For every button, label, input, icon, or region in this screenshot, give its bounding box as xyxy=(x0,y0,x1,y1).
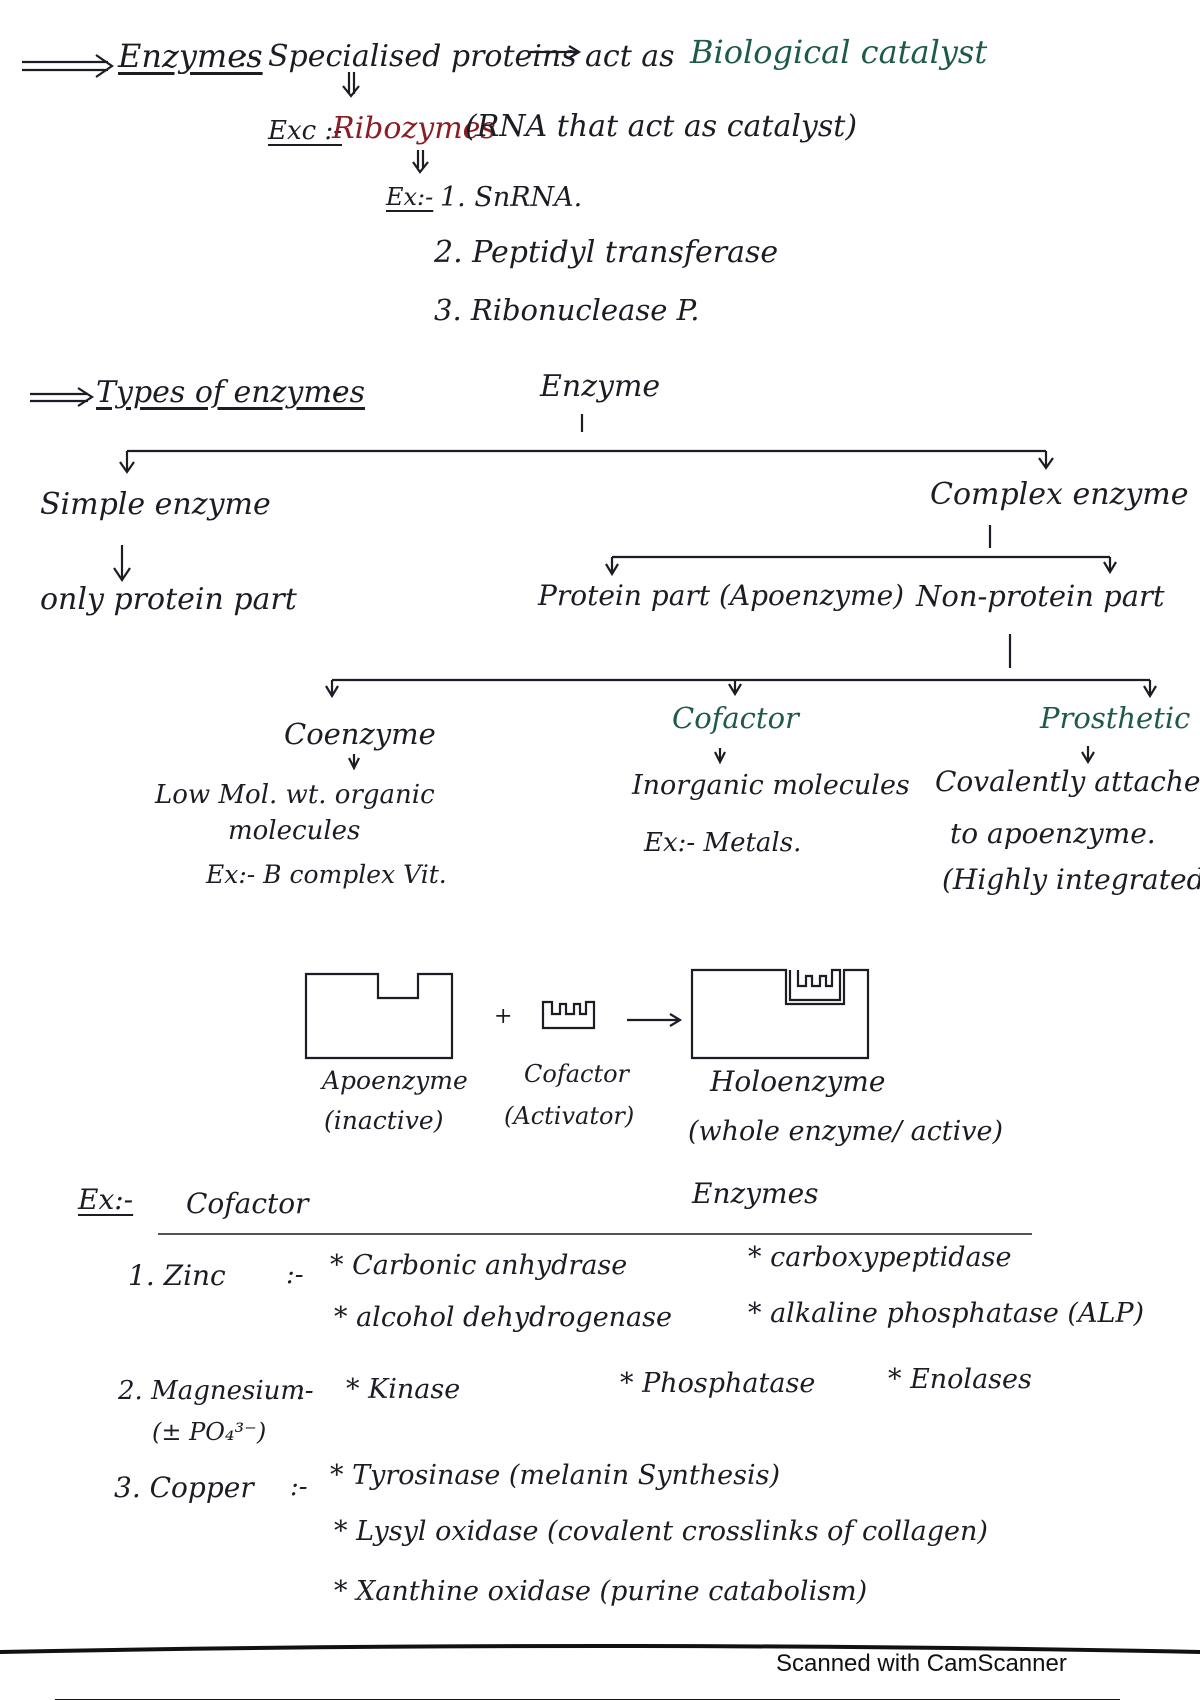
copper-item-1: * Tyrosinase (melanin Synthesis) xyxy=(330,1460,780,1491)
holoenzyme-shape xyxy=(690,968,870,1060)
intro-role: act as xyxy=(585,39,675,74)
arrow-protein-part xyxy=(605,557,619,577)
types-heading: Types of enzymes xyxy=(96,375,365,410)
coenzyme-title: Coenzyme xyxy=(284,717,436,751)
magnesium-colon: :- xyxy=(296,1376,314,1406)
col-cofactor: Cofactor xyxy=(186,1187,309,1220)
apoenzyme-note: (inactive) xyxy=(324,1106,444,1135)
zinc-item-1: * Carbonic anhydrase xyxy=(330,1250,628,1281)
intro-role-highlight: Biological catalyst xyxy=(690,33,988,71)
zinc-item-3: * carboxypeptidase xyxy=(748,1242,1012,1273)
holoenzyme-cofactor-shape xyxy=(788,968,842,1002)
arrow-only-protein xyxy=(113,545,131,582)
prosthetic-line-2: to apoenzyme. xyxy=(950,817,1156,850)
arrow-prosthetic-down xyxy=(1081,746,1095,765)
simple-enzyme-desc: only protein part xyxy=(40,582,297,617)
scanner-watermark: Scanned with CamScanner xyxy=(776,1650,1067,1677)
apoenzyme-label: Apoenzyme xyxy=(322,1066,468,1095)
magnesium-name: 2. Magnesium xyxy=(118,1376,306,1406)
magnesium-item-3: * Enolases xyxy=(888,1364,1032,1395)
arrow-cofactor xyxy=(728,680,742,697)
arrow-coenzyme-down xyxy=(348,754,360,771)
arrow-coenzyme xyxy=(325,680,339,699)
coenzyme-line-1: Low Mol. wt. organic xyxy=(155,780,435,810)
arrow-simple xyxy=(119,451,135,474)
cofactor-line-2: Ex:- Metals. xyxy=(644,828,802,858)
cofactor-label: Cofactor xyxy=(524,1060,630,1088)
prosthetic-line-1: Covalently attached xyxy=(935,765,1200,798)
zinc-colon: :- xyxy=(286,1260,304,1290)
holoenzyme-note: (whole enzyme/ active) xyxy=(688,1116,1004,1147)
copper-colon: :- xyxy=(290,1472,308,1502)
intro-definition: Specialised proteins xyxy=(268,39,577,74)
types-arrow-icon xyxy=(30,387,95,407)
example-item-3: 3. Ribonuclease P. xyxy=(434,293,700,327)
diagram-plus: + xyxy=(494,1004,513,1029)
scan-edge xyxy=(0,1644,1200,1654)
arrow-cofactor-down xyxy=(714,748,726,765)
down-arrow-icon-2 xyxy=(412,150,429,174)
magnesium-item-2: * Phosphatase xyxy=(620,1368,816,1399)
down-arrow-icon xyxy=(342,72,360,98)
zinc-item-2: * alcohol dehydrogenase xyxy=(334,1302,672,1333)
right-arrow-icon xyxy=(530,45,582,59)
reaction-arrow-icon xyxy=(627,1013,683,1027)
heading-arrow-icon xyxy=(22,54,114,78)
magnesium-item-1: * Kinase xyxy=(346,1374,461,1405)
cofactor-note: (Activator) xyxy=(504,1102,635,1130)
magnesium-note: (± PO₄³⁻) xyxy=(152,1418,267,1446)
tree-root: Enzyme xyxy=(540,369,661,404)
intro-colon: :- xyxy=(238,39,259,74)
cofactor-shape xyxy=(541,1000,596,1030)
col-enzymes: Enzymes xyxy=(692,1177,819,1210)
cofactor-line-1: Inorganic molecules xyxy=(632,770,910,801)
zinc-name: 1. Zinc xyxy=(128,1259,226,1292)
arrow-prosthetic xyxy=(1143,680,1157,699)
intro-heading: Enzymes xyxy=(118,37,263,75)
examples-label: Ex:- xyxy=(386,183,434,211)
example-item-2: 2. Peptidyl transferase xyxy=(434,235,779,270)
cofactor-title: Cofactor xyxy=(672,701,799,735)
complex-enzyme: Complex enzyme xyxy=(930,477,1189,512)
exception-note: (RNA that act as catalyst) xyxy=(465,109,858,144)
coenzyme-line-2: molecules xyxy=(228,816,361,846)
prosthetic-title: Prosthetic xyxy=(1040,701,1191,735)
apoenzyme-shape xyxy=(304,972,454,1060)
coenzyme-line-3: Ex:- B complex Vit. xyxy=(206,860,447,889)
protein-part: Protein part (Apoenzyme) xyxy=(538,579,905,612)
zinc-item-4: * alkaline phosphatase (ALP) xyxy=(748,1298,1145,1329)
copper-item-2: * Lysyl oxidase (covalent crosslinks of … xyxy=(334,1516,988,1547)
copper-item-3: * Xanthine oxidase (purine catabolism) xyxy=(334,1576,868,1607)
holoenzyme-label: Holoenzyme xyxy=(710,1065,886,1098)
exception-label: Exc :- xyxy=(268,116,343,146)
simple-enzyme: Simple enzyme xyxy=(40,487,271,522)
copper-name: 3. Copper xyxy=(114,1471,254,1504)
prosthetic-line-3: (Highly integrated) xyxy=(942,863,1200,896)
arrow-nonprotein xyxy=(1103,557,1117,575)
non-protein-part: Non-protein part xyxy=(916,579,1165,613)
types-colon: :- xyxy=(322,375,343,410)
table-ex-label: Ex:- xyxy=(78,1183,134,1216)
exception-term: Ribozymes xyxy=(332,111,496,146)
example-item-1: 1. SnRNA. xyxy=(440,182,583,213)
arrow-complex xyxy=(1038,451,1054,470)
